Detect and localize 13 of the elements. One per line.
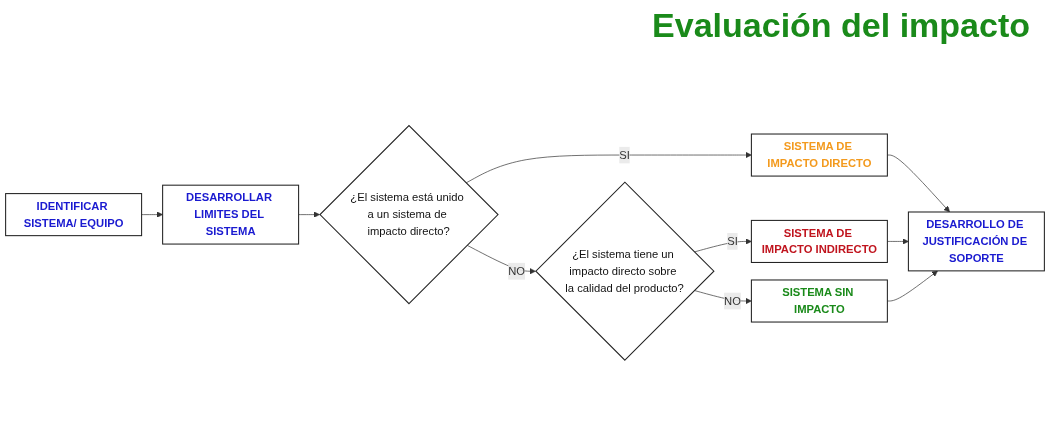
- edge-label: SI: [727, 235, 738, 248]
- node-box: SISTEMA DE IMPACTO INDIRECTO: [750, 219, 888, 264]
- edge-label: NO: [724, 294, 741, 307]
- diagram-title: Evaluación del impacto: [652, 6, 1030, 45]
- node-diamond: ¿El sistema tiene un impacto directo sobre la calidad del producto?: [535, 181, 715, 362]
- edge-label: SI: [619, 148, 630, 161]
- node-box: DESARROLLAR LIMITES DEL SISTEMA: [162, 184, 300, 245]
- node-box: DESARROLLO DE JUSTIFICACIÓN DE SOPORTE: [907, 211, 1045, 272]
- node-box: IDENTIFICAR SISTEMA/ EQUIPO: [5, 193, 143, 237]
- node-diamond: ¿El sistema está unido a un sistema de impacto directo?: [319, 124, 499, 305]
- edge-label: NO: [508, 264, 525, 277]
- node-box: SISTEMA DE IMPACTO DIRECTO: [750, 133, 888, 177]
- node-box: SISTEMA SIN IMPACTO: [750, 279, 888, 323]
